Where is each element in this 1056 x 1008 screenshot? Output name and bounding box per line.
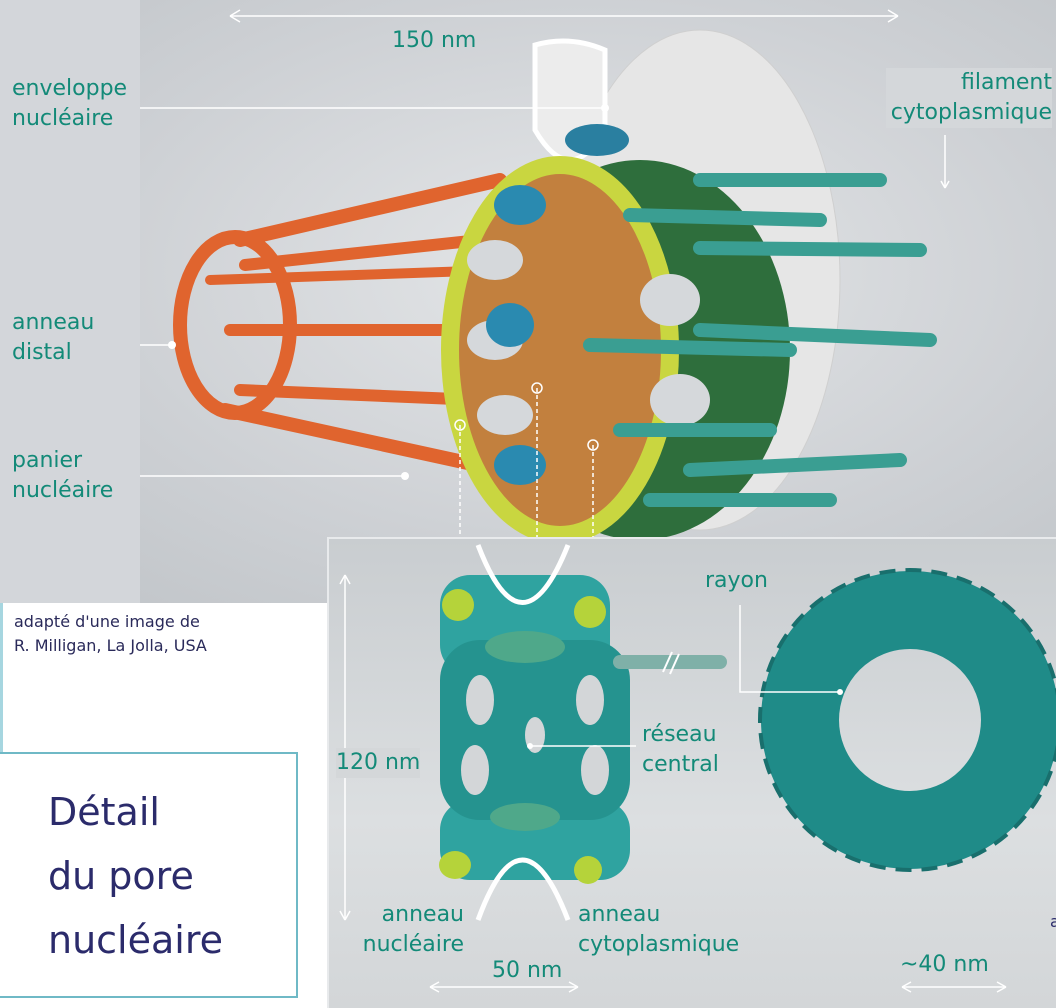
label-line: anneau xyxy=(12,310,95,335)
label-line: central xyxy=(642,752,719,777)
divider xyxy=(0,603,3,753)
label-line: anneau xyxy=(381,902,464,927)
label-nuclear-basket: panier nucléaire xyxy=(12,446,113,506)
label-line: cytoplasmique xyxy=(890,100,1052,125)
label-nuclear-envelope: enveloppe nucléaire xyxy=(12,74,127,134)
label-central-network: réseau central xyxy=(642,720,719,780)
label-line: réseau xyxy=(642,722,717,747)
credit-line: R. Milligan, La Jolla, USA xyxy=(14,636,207,655)
nuclear-basket-shape xyxy=(173,173,507,477)
label-cytoplasmic-ring: anneau cytoplasmique xyxy=(578,900,739,960)
label-line: enveloppe xyxy=(12,76,128,101)
image-credit: adapté d'une image de R. Milligan, La Jo… xyxy=(14,610,207,658)
pore-side-view xyxy=(439,544,727,921)
label-line: distal xyxy=(12,340,72,365)
height-scale-label: 120 nm xyxy=(336,748,421,778)
cropped-text-fragment: a xyxy=(1050,912,1056,931)
label-line: filament xyxy=(961,70,1052,95)
figure-title: Détail du pore nucléaire xyxy=(48,780,223,972)
ring-scale-label: ~40 nm xyxy=(900,952,989,977)
label-line: panier xyxy=(12,448,83,473)
title-line: du pore xyxy=(48,854,194,898)
credit-line: adapté d'une image de xyxy=(14,612,200,631)
label-column xyxy=(0,0,140,603)
label-spoke: rayon xyxy=(705,568,768,593)
title-box xyxy=(0,752,298,998)
label-line: nucléaire xyxy=(12,478,114,503)
title-line: nucléaire xyxy=(48,918,224,962)
label-distal-ring: anneau distal xyxy=(12,308,94,368)
scale-150nm-label: 150 nm xyxy=(392,28,477,53)
label-line: anneau xyxy=(578,902,661,927)
label-nuclear-ring: anneau nucléaire xyxy=(346,900,464,960)
label-cytoplasmic-filament: filament cytoplasmique xyxy=(886,68,1052,128)
label-line: cytoplasmique xyxy=(578,932,740,957)
label-line: nucléaire xyxy=(12,106,114,131)
width-scale-label: 50 nm xyxy=(492,958,563,983)
pore-ring-view xyxy=(758,568,1056,872)
cytoplasmic-filaments-shape xyxy=(583,173,937,507)
label-line: nucléaire xyxy=(362,932,464,957)
title-line: Détail xyxy=(48,790,160,834)
